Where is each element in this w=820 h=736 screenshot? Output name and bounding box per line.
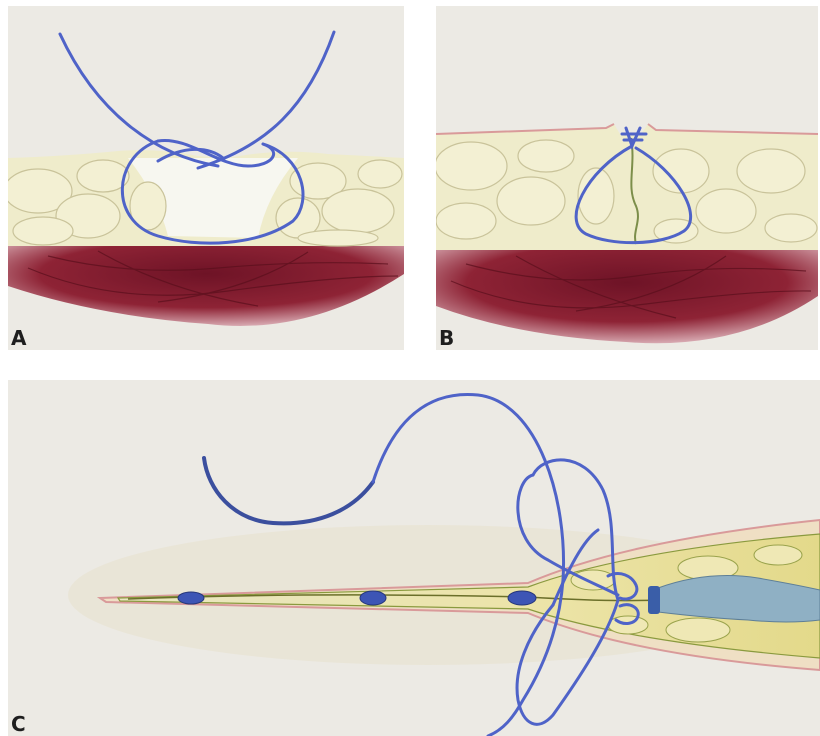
teal-tissue-edge bbox=[648, 586, 660, 614]
panel-a-illustration bbox=[8, 6, 404, 350]
panel-a: A bbox=[8, 6, 404, 350]
panel-label-b: B bbox=[439, 328, 454, 348]
muscle-layer bbox=[8, 246, 404, 326]
needle bbox=[204, 458, 373, 523]
panel-c: C bbox=[8, 380, 820, 736]
panel-label-c: C bbox=[11, 714, 26, 734]
panel-b: B bbox=[436, 6, 818, 350]
panel-b-illustration bbox=[436, 6, 818, 350]
panel-label-a: A bbox=[11, 328, 26, 348]
panel-c-illustration bbox=[8, 380, 820, 736]
muscle-layer bbox=[436, 250, 818, 343]
